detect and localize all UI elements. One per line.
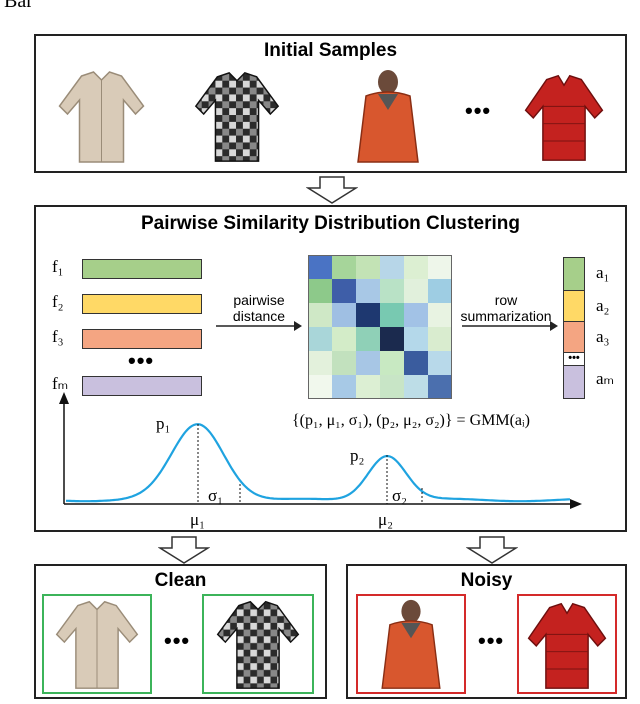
- matrix-cell: [308, 303, 332, 327]
- feature-bar-1: [82, 259, 202, 279]
- matrix-cell: [308, 255, 332, 279]
- sample-image-orange-jacket-person: [336, 66, 440, 166]
- gmm-curve: [66, 423, 571, 503]
- gmm-formula: {(p₁, μ₁, σ₁), (p₂, μ₂, σ₂)} = GMM(aᵢ): [292, 412, 530, 429]
- plaid-shirt-icon: [194, 72, 280, 162]
- vector-label-m: aₘ: [596, 369, 615, 388]
- p1-label: p₁: [156, 414, 171, 433]
- matrix-cell: [332, 327, 356, 351]
- matrix-cell: [404, 375, 428, 399]
- pairwise-distance-label: pairwise distance: [232, 292, 286, 324]
- beige-shirt-icon: [58, 71, 145, 163]
- matrix-cell: [308, 327, 332, 351]
- cut-caption: Bar: [4, 0, 33, 12]
- sample-image-red-jacket: [516, 66, 612, 166]
- mu1-label: μ₁: [190, 510, 206, 529]
- down-arrow-icon: [466, 536, 518, 564]
- sample-image-beige-shirt: [48, 66, 155, 166]
- matrix-cell: [380, 255, 404, 279]
- matrix-cell: [356, 351, 380, 375]
- matrix-cell: [380, 327, 404, 351]
- sigma1-label: σ₁: [208, 486, 224, 505]
- beige-shirt-icon: [55, 600, 139, 689]
- similarity-matrix: [308, 255, 452, 399]
- feature-label-3: f₃: [52, 327, 64, 346]
- vector-cell-1: [563, 257, 585, 291]
- vector-cell-3: [563, 321, 585, 353]
- sample-image-plaid-shirt: [188, 66, 286, 166]
- matrix-cell: [380, 279, 404, 303]
- clean-ellipsis: •••: [164, 628, 191, 653]
- vector-label-2: a₂: [596, 296, 610, 315]
- matrix-cell: [332, 351, 356, 375]
- matrix-cell: [356, 279, 380, 303]
- matrix-cell: [332, 303, 356, 327]
- matrix-cell: [356, 255, 380, 279]
- matrix-cell: [404, 351, 428, 375]
- clean-image-beige-shirt: [42, 594, 152, 694]
- matrix-cell: [356, 327, 380, 351]
- matrix-cell: [308, 375, 332, 399]
- down-arrow-icon: [158, 536, 210, 564]
- vector-label-3: a₃: [596, 327, 610, 346]
- matrix-cell: [332, 279, 356, 303]
- matrix-cell: [404, 255, 428, 279]
- matrix-cell: [428, 255, 452, 279]
- vector-label-1: a₁: [596, 263, 610, 282]
- matrix-cell: [380, 303, 404, 327]
- matrix-cell: [428, 327, 452, 351]
- y-axis-arrow-icon: [59, 392, 69, 404]
- matrix-cell: [428, 279, 452, 303]
- red-jacket-icon: [527, 602, 607, 689]
- vector-cell-2: [563, 290, 585, 322]
- x-axis-arrow-icon: [570, 499, 582, 509]
- matrix-cell: [428, 303, 452, 327]
- matrix-cell: [332, 375, 356, 399]
- noisy-title: Noisy: [460, 570, 513, 591]
- matrix-cell: [404, 327, 428, 351]
- plaid-shirt-icon: [216, 600, 300, 689]
- matrix-cell: [404, 279, 428, 303]
- noisy-ellipsis: •••: [478, 628, 505, 653]
- noisy-image-orange-jacket-person: [356, 594, 466, 694]
- feature-ellipsis: •••: [128, 348, 155, 373]
- vector-cell-m: [563, 365, 585, 399]
- person-orange-jacket-icon: [357, 70, 419, 163]
- initial-samples-title: Initial Samples: [263, 40, 398, 61]
- feature-label-1: f₁: [52, 257, 64, 276]
- matrix-cell: [428, 375, 452, 399]
- arrow-right-icon: [462, 321, 558, 331]
- row-summarization-label: row summarization: [460, 292, 552, 324]
- matrix-cell: [428, 351, 452, 375]
- p2-label: p₂: [350, 446, 365, 465]
- red-jacket-icon: [524, 74, 604, 161]
- clean-image-plaid-shirt: [202, 594, 314, 694]
- matrix-cell: [404, 303, 428, 327]
- matrix-cell: [308, 351, 332, 375]
- psdc-title: Pairwise Similarity Distribution Cluster…: [140, 213, 521, 234]
- down-arrow-icon: [306, 176, 358, 204]
- matrix-cell: [380, 351, 404, 375]
- matrix-cell: [308, 279, 332, 303]
- feature-bar-2: [82, 294, 202, 314]
- feature-bar-3: [82, 329, 202, 349]
- initial-ellipsis: •••: [465, 98, 492, 123]
- noisy-image-red-jacket: [517, 594, 617, 694]
- vector-cell-dots: •••: [563, 352, 585, 366]
- matrix-cell: [356, 375, 380, 399]
- person-orange-jacket-icon: [381, 599, 441, 689]
- arrow-right-icon: [216, 321, 302, 331]
- matrix-cell: [356, 303, 380, 327]
- clean-title: Clean: [154, 570, 207, 591]
- feature-bar-m: [82, 376, 202, 396]
- feature-label-m: fₘ: [52, 374, 69, 393]
- mu2-label: μ₂: [378, 510, 394, 529]
- distribution-plot: [59, 392, 582, 509]
- feature-label-2: f₂: [52, 292, 64, 311]
- matrix-cell: [332, 255, 356, 279]
- sigma2-label: σ₂: [392, 486, 408, 505]
- matrix-cell: [380, 375, 404, 399]
